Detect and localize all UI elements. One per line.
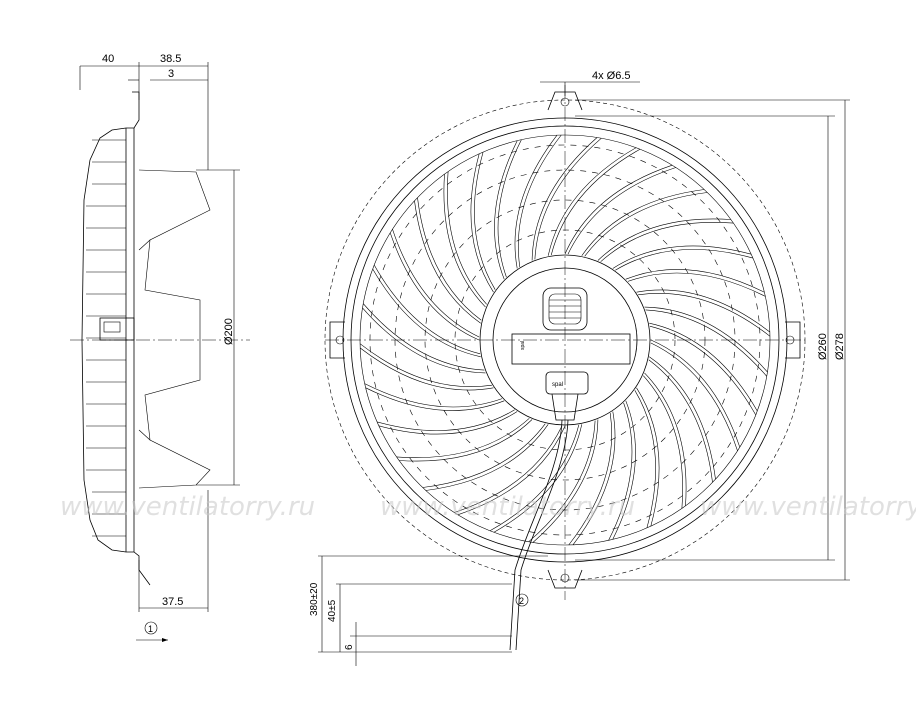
dim-3: 3: [168, 68, 174, 80]
dim-40-cable: 40±5: [327, 599, 338, 622]
grille-spoke: [584, 192, 708, 257]
grille-spoke: [600, 222, 734, 262]
grille-spoke: [643, 375, 683, 509]
side-grille-ribs: [86, 139, 126, 537]
plate-brand: spal: [520, 341, 526, 350]
grille-spoke: [497, 139, 522, 278]
grille-spoke: [572, 411, 616, 545]
dim-6: 6: [344, 644, 355, 650]
grille-spoke: [532, 419, 599, 543]
grille-spoke: [649, 325, 757, 416]
grille-spoke: [550, 148, 641, 256]
watermark-text-2: www.ventilatorry.ru: [380, 492, 635, 522]
grille-spoke: [534, 137, 602, 260]
connector: [545, 371, 589, 395]
marker-1-circle: [144, 621, 158, 635]
grille-spoke: [612, 400, 636, 540]
grille-spoke: [422, 423, 546, 488]
grille-spoke: [634, 390, 656, 528]
grille-spoke: [581, 189, 705, 256]
grille-spoke: [489, 424, 580, 532]
grille-spoke: [447, 171, 487, 305]
grille-spoke: [377, 409, 515, 431]
grille-spoke: [365, 387, 505, 411]
grille-spoke: [636, 289, 770, 333]
watermark-text-1: www.ventilatorry.ru: [60, 492, 315, 522]
dim-278: Ø278: [834, 333, 846, 360]
grille-spoke: [638, 292, 771, 337]
grille-spoke: [474, 152, 496, 290]
grille-spoke: [454, 425, 563, 513]
grille-spoke: [372, 268, 481, 358]
grille-spoke: [649, 356, 716, 480]
grille-spoke: [547, 147, 637, 256]
grille-spoke: [360, 347, 494, 391]
grille-spoke: [364, 383, 503, 408]
grille-spoke: [648, 359, 713, 483]
grille-spoke: [362, 307, 486, 374]
grille-spoke: [396, 418, 530, 458]
grille-spoke: [625, 269, 765, 293]
watermark: www.ventilatorry.ru www.ventilatorry.ru …: [60, 492, 916, 522]
side-view: 40 38.5 3 Ø200 37.5 1: [70, 53, 250, 642]
dim-380: 380±20: [309, 582, 320, 616]
grille-spoke: [612, 245, 752, 269]
grille-spoke: [425, 424, 549, 491]
grille-spoke: [528, 420, 596, 543]
grille-spoke: [359, 343, 492, 388]
grille-spoke: [568, 413, 613, 546]
grille-spoke: [470, 153, 494, 293]
grille-spoke: [564, 164, 673, 255]
grille-spoke: [493, 424, 583, 533]
grille-spoke: [457, 425, 566, 516]
grille-spoke: [627, 272, 766, 297]
marker-2-circle: [515, 593, 529, 607]
grille-spoke: [608, 402, 633, 541]
label-plate: [511, 333, 631, 365]
grille-spoke: [615, 249, 753, 271]
dim-37-5: 37.5: [162, 596, 183, 608]
grille-spoke: [514, 135, 558, 269]
grille-spoke: [443, 174, 486, 308]
grille-spoke: [392, 229, 480, 338]
grille-spoke: [517, 134, 562, 267]
grille-spoke: [567, 167, 676, 255]
dim-260: Ø260: [817, 333, 829, 360]
connector-brand: spal: [552, 382, 563, 388]
grille-spoke: [649, 322, 758, 412]
marker-1: 1: [148, 624, 153, 634]
grille-spoke: [644, 372, 687, 506]
grille-spoke: [399, 419, 533, 462]
dim-holes: 4x Ø6.5: [592, 70, 631, 82]
grille-spoke: [362, 303, 485, 371]
grille-spoke: [644, 306, 768, 373]
grille-spoke: [597, 218, 731, 261]
grille-spoke: [494, 140, 518, 280]
grille-spokes: [359, 134, 771, 546]
grille-spoke: [389, 232, 480, 341]
dim-38-5: 38.5: [160, 53, 181, 65]
grille-spoke: [645, 309, 768, 377]
grille-spoke: [417, 197, 482, 321]
grille-spoke: [378, 411, 518, 435]
dim-200: Ø200: [223, 318, 235, 345]
grille-spoke: [650, 339, 741, 448]
grille-spoke: [373, 264, 481, 355]
grille-spoke: [636, 387, 660, 527]
front-view: spal spal 4x Ø6.5 Ø260 Ø278: [309, 70, 850, 666]
grille-spoke: [650, 342, 738, 451]
marker-2: 2: [519, 596, 524, 606]
watermark-text-3: www.ventilatorry.ru: [700, 492, 916, 522]
grille-spoke: [414, 200, 481, 324]
dim-40: 40: [102, 53, 114, 65]
grille-spoke: [531, 137, 598, 261]
